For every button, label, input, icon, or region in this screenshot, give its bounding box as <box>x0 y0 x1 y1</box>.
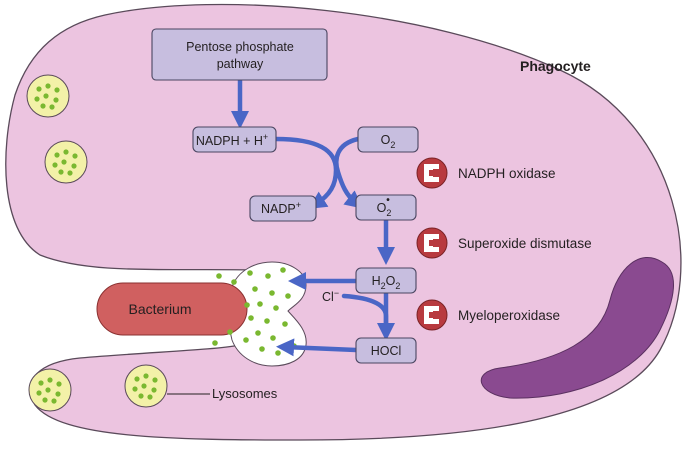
oxidant-dots <box>212 267 299 356</box>
arrow-o2-to-superoxide <box>334 136 364 209</box>
svg-text:Pentose phosphate: Pentose phosphate <box>186 40 294 54</box>
phagocyte-title: Phagocyte <box>520 58 591 74</box>
nucleus <box>480 257 674 399</box>
box-hocl: HOCl <box>355 337 417 364</box>
box-nadph: NADPH + H+ <box>192 126 277 153</box>
lysosomes-label: Lysosomes <box>212 386 278 401</box>
box-o2: O2 <box>357 126 419 153</box>
svg-text:NADP+: NADP+ <box>261 200 301 216</box>
bacterium-label: Bacterium <box>128 301 191 317</box>
svg-text:pathway: pathway <box>217 57 264 71</box>
enzyme-superoxide-dismutase-icon <box>416 227 448 259</box>
enzyme-myeloperoxidase-icon <box>416 299 448 331</box>
enzyme-label-superoxide-dismutase: Superoxide dismutase <box>458 236 592 251</box>
lysosome <box>124 364 168 408</box>
box-superoxide: O2 • <box>355 194 417 221</box>
arrow-hocl-to-phagosome <box>276 338 359 357</box>
chloride-label: Cl− <box>322 288 339 304</box>
svg-text:HOCl: HOCl <box>371 344 402 358</box>
svg-text:NADPH + H+: NADPH + H+ <box>196 132 268 148</box>
granule <box>44 140 88 184</box>
svg-text:H2O2: H2O2 <box>372 274 401 291</box>
enzyme-label-myeloperoxidase: Myeloperoxidase <box>458 308 560 323</box>
reaction-arrows <box>231 77 395 357</box>
granule <box>26 74 70 118</box>
svg-text:•: • <box>386 195 390 206</box>
svg-text:O2: O2 <box>381 133 396 150</box>
lysosome <box>28 368 72 412</box>
phagocyte-cell <box>5 3 682 441</box>
box-nadp: NADP+ <box>249 195 317 222</box>
svg-text:O2: O2 <box>377 201 392 218</box>
box-h2o2: H2O2 <box>355 267 417 294</box>
enzyme-nadph-oxidase-icon <box>416 157 448 189</box>
enzyme-label-nadph-oxidase: NADPH oxidase <box>458 166 556 181</box>
bacterium <box>96 282 248 336</box>
box-pentose-phosphate: Pentose phosphate pathway <box>151 28 328 81</box>
